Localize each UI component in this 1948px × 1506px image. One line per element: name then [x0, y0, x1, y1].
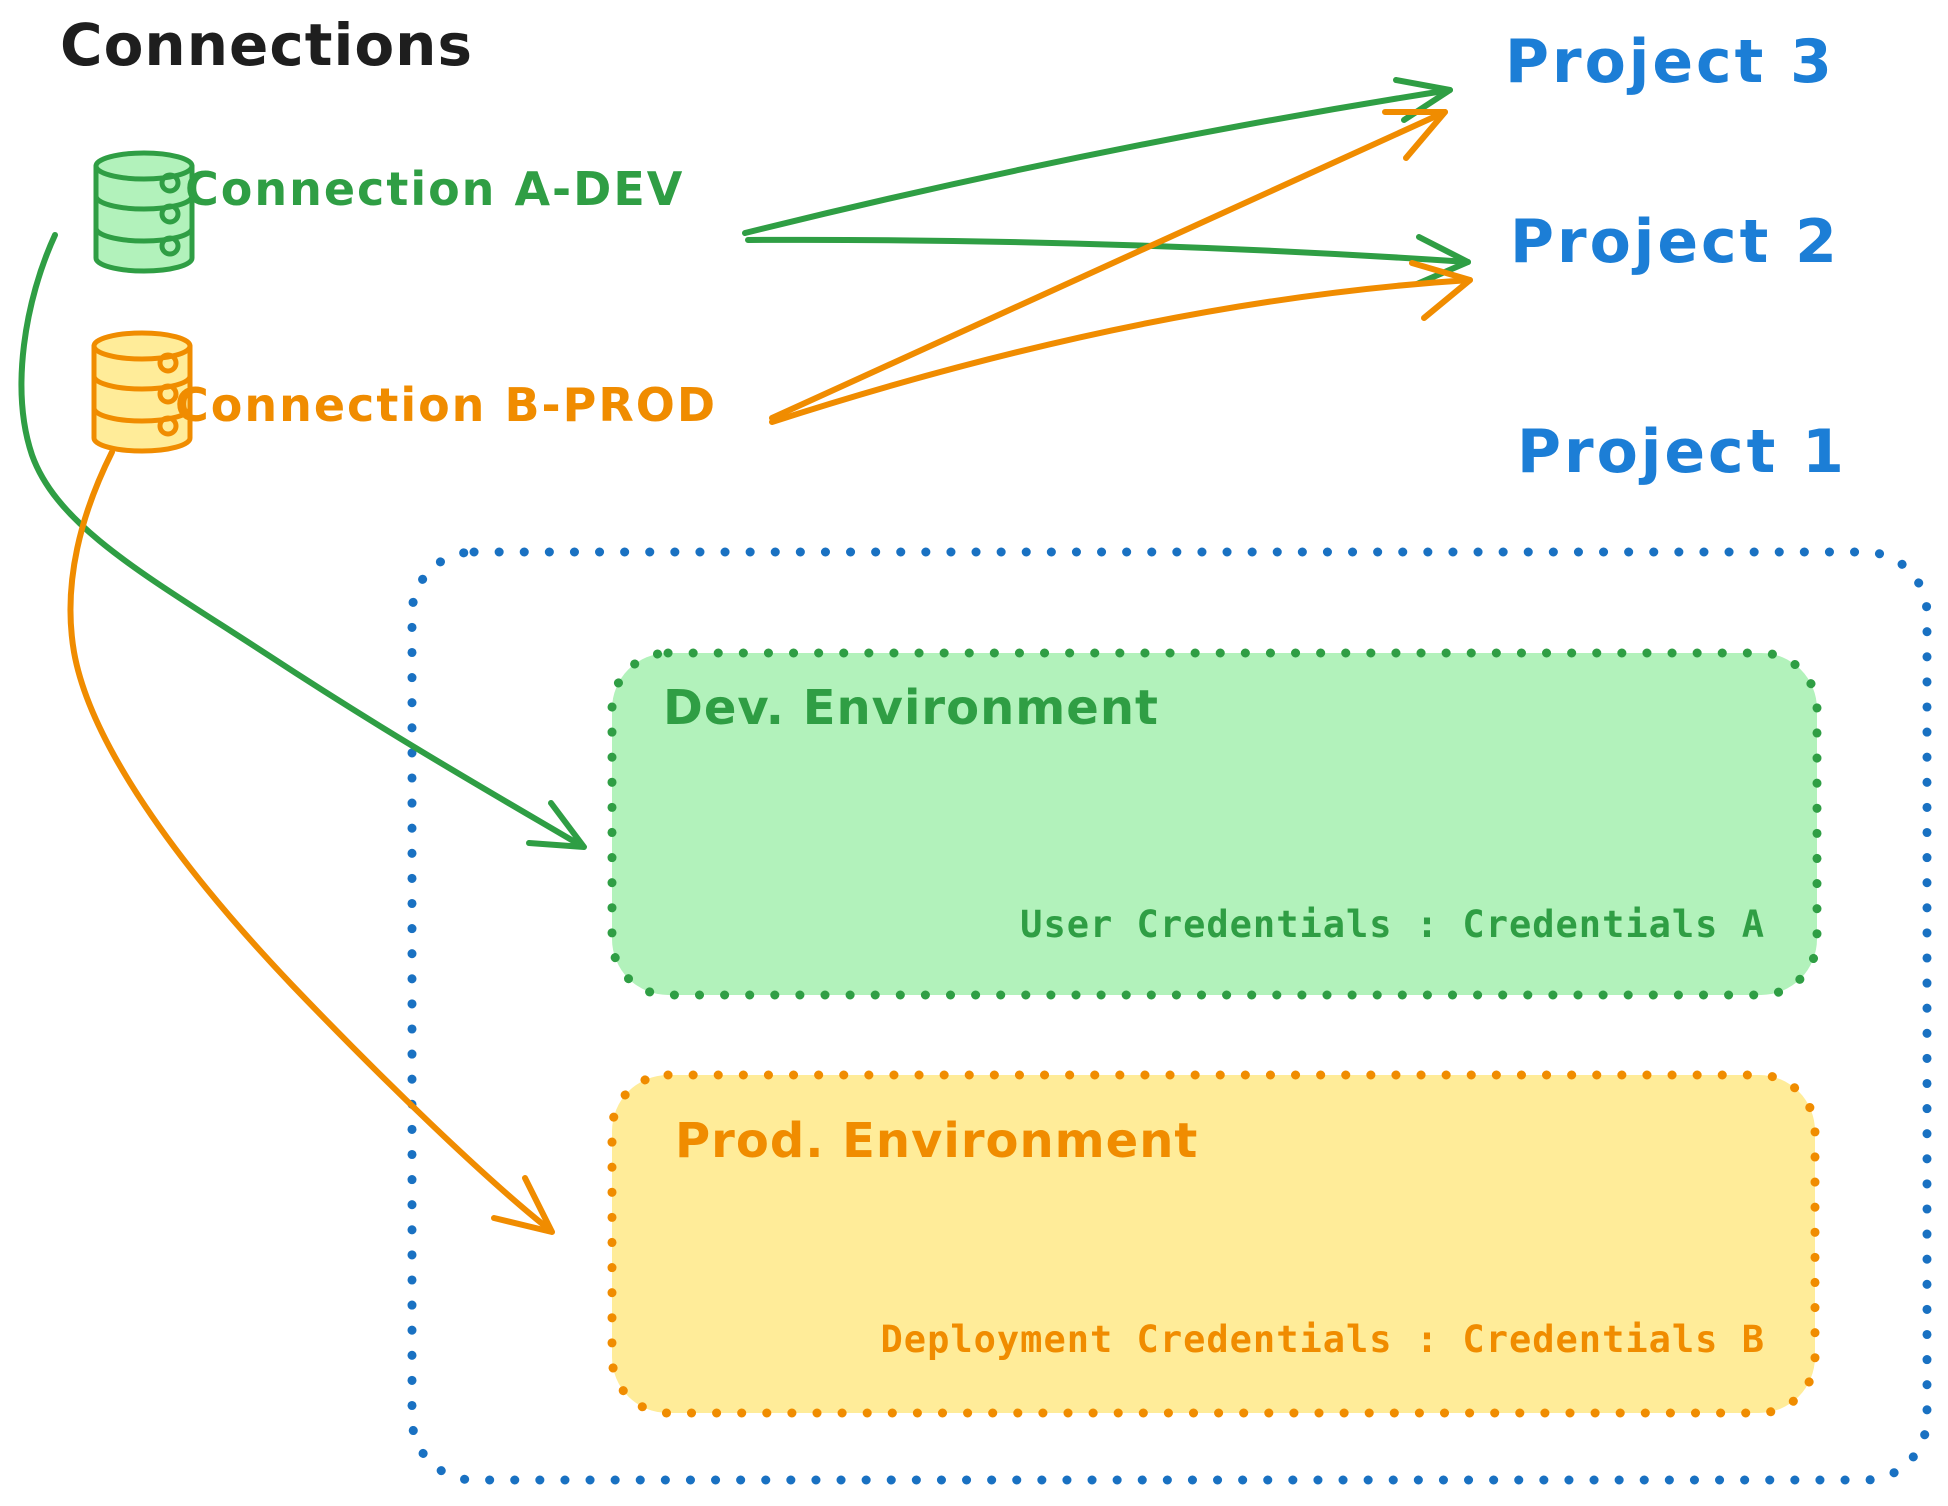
prod-environment-title: Prod. Environment [675, 1113, 1199, 1169]
arrow-adev-to-project2 [745, 234, 1471, 287]
prod-environment-box [607, 1070, 1820, 1418]
database-icon-dev [93, 150, 195, 274]
diagram-title: Connections [60, 11, 473, 79]
dev-environment-credentials: User Credentials : Credentials A [1020, 903, 1765, 946]
arrow-bprod-to-prod-environment [67, 449, 555, 1235]
arrow-bprod-to-project2 [769, 260, 1473, 425]
project-1-label: Project 1 [1517, 417, 1847, 487]
project-3-label: Project 3 [1505, 27, 1835, 97]
project1-box [407, 547, 1932, 1485]
project-2-label: Project 2 [1510, 207, 1840, 277]
database-icon-prod [91, 330, 193, 454]
prod-environment-credentials: Deployment Credentials : Credentials B [880, 1318, 1765, 1361]
connection-a-dev-label: Connection A-DEV [185, 162, 685, 216]
connection-b-prod-label: Connection B-PROD [175, 378, 718, 432]
dev-environment-title: Dev. Environment [663, 680, 1159, 736]
dev-environment-box [607, 648, 1822, 1000]
arrow-bprod-to-project3 [769, 109, 1448, 421]
arrow-adev-to-dev-environment [18, 232, 587, 850]
